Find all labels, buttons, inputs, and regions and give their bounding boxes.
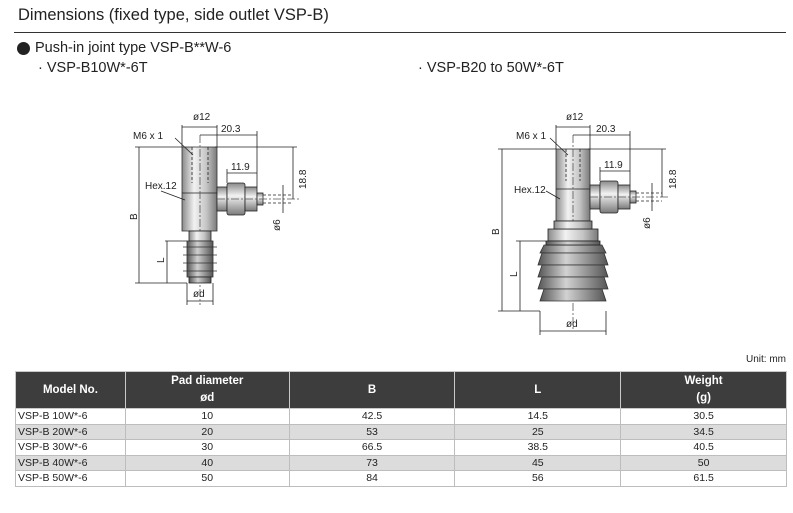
label-dim-l: L — [156, 257, 167, 263]
cell-b: 53 — [288, 423, 456, 440]
label-pad-diameter: ød — [193, 289, 205, 300]
label-diameter-6: ø6 — [272, 219, 283, 231]
title-divider — [14, 32, 786, 33]
label-dim-b: B — [129, 213, 140, 220]
cell-model: VSP-B 30W*-6 — [15, 439, 126, 456]
variant-label-right: · VSP-B20 to 50W*-6T — [418, 60, 564, 76]
label-dim-18-8: 18.8 — [298, 169, 309, 189]
label-hex: Hex.12 — [145, 181, 177, 192]
header-l: L — [454, 371, 622, 409]
bullet-icon — [17, 41, 30, 55]
table-row: VSP-B 10W*-6 10 42.5 14.5 30.5 — [15, 408, 787, 425]
label-dim-11-9: 11.9 — [604, 160, 623, 171]
cell-l: 56 — [454, 470, 622, 487]
label-diameter-12: ø12 — [193, 112, 211, 123]
cell-weight: 34.5 — [620, 423, 787, 440]
header-weight: Weight(g) — [620, 371, 787, 409]
variant-label-left: · VSP-B10W*-6T — [38, 60, 148, 76]
cell-model: VSP-B 40W*-6 — [15, 454, 126, 471]
label-diameter-12: ø12 — [566, 112, 584, 123]
cell-pad-diameter: 40 — [124, 454, 290, 471]
cell-pad-diameter: 20 — [124, 423, 290, 440]
label-dim-18-8: 18.8 — [668, 169, 679, 189]
header-model: Model No. — [15, 371, 126, 409]
table-row: VSP-B 20W*-6 20 53 25 34.5 — [15, 423, 787, 440]
cell-weight: 30.5 — [620, 408, 787, 425]
cell-b: 42.5 — [288, 408, 456, 425]
cell-model: VSP-B 20W*-6 — [15, 423, 126, 440]
label-pad-diameter: ød — [566, 319, 578, 330]
header-weight-text: Weight(g) — [684, 375, 723, 404]
label-dim-11-9: 11.9 — [231, 162, 250, 173]
header-model-text: Model No. — [42, 383, 98, 396]
cell-model: VSP-B 50W*-6 — [15, 470, 126, 487]
table-row: VSP-B 40W*-6 40 73 45 50 — [15, 454, 787, 471]
label-dim-b: B — [491, 228, 502, 235]
cell-weight: 50 — [620, 454, 787, 471]
section-subtitle: Push-in joint type VSP-B**W-6 — [17, 40, 231, 56]
cell-pad-diameter: 30 — [124, 439, 290, 456]
unit-label: Unit: mm — [746, 354, 786, 365]
cell-b: 84 — [288, 470, 456, 487]
cell-b: 73 — [288, 454, 456, 471]
page-title: Dimensions (fixed type, side outlet VSP-… — [18, 6, 329, 24]
label-dim-20-3: 20.3 — [596, 124, 616, 135]
subtitle-text: Push-in joint type VSP-B**W-6 — [35, 40, 232, 56]
cell-l: 25 — [454, 423, 622, 440]
cell-weight: 61.5 — [620, 470, 787, 487]
header-b-text: B — [367, 383, 377, 396]
cell-b: 66.5 — [288, 439, 456, 456]
label-thread: M6 x 1 — [516, 131, 546, 142]
header-l-text: L — [534, 383, 542, 396]
label-diameter-6: ø6 — [642, 217, 653, 229]
header-b: B — [288, 371, 456, 409]
cell-weight: 40.5 — [620, 439, 787, 456]
label-dim-20-3: 20.3 — [221, 124, 241, 135]
table-row: VSP-B 30W*-6 30 66.5 38.5 40.5 — [15, 439, 787, 456]
cell-l: 45 — [454, 454, 622, 471]
label-hex: Hex.12 — [514, 185, 546, 196]
drawing-vsp-b20-50: ø12 20.3 M6 x 1 11.9 18.8 Hex.12 ø6 B L … — [491, 112, 679, 335]
label-dim-l: L — [509, 271, 520, 277]
cell-pad-diameter: 10 — [124, 408, 290, 425]
cell-model: VSP-B 10W*-6 — [15, 408, 126, 425]
cell-l: 38.5 — [454, 439, 622, 456]
drawing-vsp-b10: ø12 20.3 M6 x 1 11.9 18.8 Hex.12 ø6 B L … — [129, 112, 309, 305]
label-thread: M6 x 1 — [133, 131, 163, 142]
cell-l: 14.5 — [454, 408, 622, 425]
table-row: VSP-B 50W*-6 50 84 56 61.5 — [15, 470, 787, 487]
cell-pad-diameter: 50 — [124, 470, 290, 487]
